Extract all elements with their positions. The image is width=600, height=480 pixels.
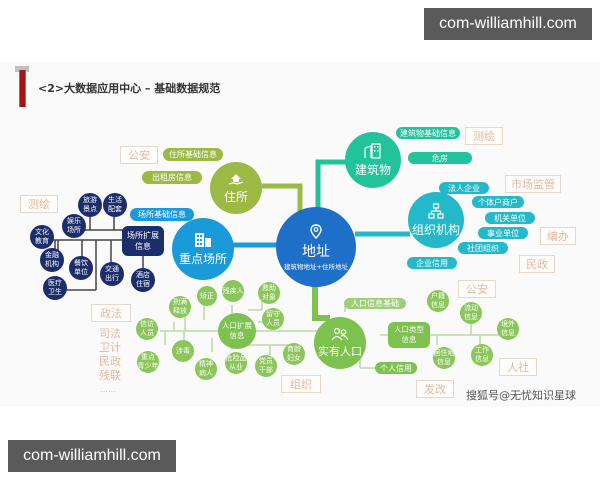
building-hub-label: 建筑物 — [354, 162, 391, 177]
org-chart-icon — [428, 202, 444, 219]
place-extension-box[interactable]: 场所扩展 信息 — [122, 226, 164, 256]
address-hub[interactable]: 地址 建筑物地址+住所地址 — [276, 207, 356, 287]
node-disabled[interactable]: 残疾人 — [222, 280, 244, 302]
building-hub[interactable]: 建筑物 — [345, 132, 401, 188]
node-relief[interactable]: 救助 对象 — [258, 282, 280, 304]
pill-enterprise-credit[interactable]: 企业信用 — [407, 257, 457, 269]
node-party-cadre[interactable]: 党员 干部 — [255, 355, 277, 377]
node-finance[interactable]: 金融 机构 — [40, 248, 64, 272]
node-overseas[interactable]: 境外 信息 — [497, 318, 519, 340]
node-correction[interactable]: 矫正 — [197, 286, 217, 306]
pill-residence-basic[interactable]: 住所基础信息 — [163, 148, 223, 161]
house-hand-icon — [228, 173, 244, 185]
node-hotel[interactable]: 酒店 住宿 — [131, 268, 155, 292]
tag-market-supervision: 市场监管 — [505, 175, 561, 193]
node-tourism[interactable]: 旅游 景点 — [78, 193, 102, 217]
residence-hub[interactable]: 住所 — [210, 162, 262, 214]
node-dining[interactable]: 餐饮 单位 — [69, 256, 93, 280]
key-place-hub-label: 重点场所 — [178, 251, 227, 266]
pill-rental-info[interactable]: 出租房信息 — [142, 171, 202, 184]
node-floating[interactable]: 流动 信息 — [460, 302, 482, 324]
tag-surveying-2: 测绘 — [465, 127, 503, 145]
pill-personal-credit[interactable]: 个人信用 — [375, 362, 417, 374]
node-work[interactable]: 工作 信息 — [471, 344, 493, 366]
residence-hub-label: 住所 — [223, 189, 248, 204]
key-place-hub[interactable]: 重点场所 — [172, 218, 234, 280]
pill-legal-enterprise[interactable]: 法人企业 — [439, 182, 489, 194]
tag-human-resources: 人社 — [499, 358, 537, 376]
node-living[interactable]: 生活 配套 — [103, 193, 127, 217]
population-type-box[interactable]: 人口类型 信息 — [388, 322, 430, 348]
pill-government-unit[interactable]: 机关单位 — [485, 212, 535, 224]
pill-dangerous-house[interactable]: 危房 — [408, 152, 472, 164]
node-medical[interactable]: 医疗 卫生 — [43, 276, 67, 300]
population-hub[interactable]: 实有人口 — [314, 317, 366, 369]
location-pin-icon — [310, 223, 322, 239]
node-petitioner[interactable]: 信访 人员 — [136, 318, 158, 340]
node-residence-place[interactable]: 居住地 信息 — [433, 347, 455, 369]
node-childbearing-women[interactable]: 育龄 妇女 — [283, 343, 305, 365]
tag-public-security-2: 公安 — [458, 280, 496, 298]
node-hazmat-worker[interactable]: 危险品 从业 — [225, 352, 247, 374]
watermark-top: com-williamhill.com — [424, 8, 592, 40]
tag-civil-affairs-1: 民政 — [519, 255, 555, 273]
node-transport[interactable]: 交通 出行 — [100, 262, 124, 286]
organization-hub[interactable]: 组织机构 — [408, 192, 464, 248]
population-extension-box[interactable]: 人口扩展 信息 — [218, 313, 256, 349]
tag-surveying-1: 测绘 — [20, 195, 58, 213]
building-icon — [195, 232, 211, 247]
tag-organization: 组织 — [281, 375, 321, 393]
population-hub-label: 实有人口 — [318, 345, 362, 358]
buildings-icon — [364, 142, 381, 159]
tag-public-security-1: 公安 — [120, 146, 158, 164]
node-left-behind[interactable]: 留守 人员 — [262, 308, 284, 330]
source-credit: 搜狐号@无忧知识星球 — [466, 389, 576, 402]
department-list: 司法 卫计 民政 残联 — [99, 327, 121, 382]
tag-development-reform: 发改 — [416, 380, 454, 398]
organization-hub-label: 组织机构 — [411, 222, 460, 237]
pill-building-basic[interactable]: 建筑物基础信息 — [396, 127, 460, 139]
ellipsis: …… — [100, 385, 116, 394]
pill-public-institution[interactable]: 事业单位 — [478, 227, 528, 239]
pill-place-basic[interactable]: 场所基础信息 — [130, 208, 194, 221]
address-hub-label: 地址 — [302, 243, 330, 260]
people-icon — [331, 327, 349, 341]
node-entertainment[interactable]: 娱乐 场所 — [62, 214, 86, 238]
tag-politics-law: 政法 — [91, 304, 131, 322]
title-accent-cap — [15, 66, 29, 72]
node-drug[interactable]: 涉毒 — [172, 340, 194, 362]
node-key-youth[interactable]: 重点 青少年 — [137, 351, 159, 373]
slide-title: <2>大数据应用中心 – 基础数据规范 — [38, 82, 221, 95]
node-household-registration[interactable]: 户籍 信息 — [427, 290, 449, 312]
pill-individual-business[interactable]: 个体户商户 — [472, 196, 524, 208]
node-mental-patient[interactable]: 精神 病人 — [195, 358, 217, 380]
pill-social-organization[interactable]: 社团组织 — [458, 242, 508, 254]
node-culture-edu[interactable]: 文化 教育 — [30, 225, 54, 249]
address-hub-sublabel: 建筑物地址+住所地址 — [284, 262, 348, 271]
node-released-prisoner[interactable]: 刑满 释放 — [169, 296, 191, 318]
tag-staffing-office: 编办 — [540, 227, 576, 245]
watermark-bottom: com-williamhill.com — [8, 440, 176, 472]
title-accent-bar — [19, 70, 26, 107]
pill-population-basic[interactable]: 人口信息基础 — [344, 298, 406, 309]
